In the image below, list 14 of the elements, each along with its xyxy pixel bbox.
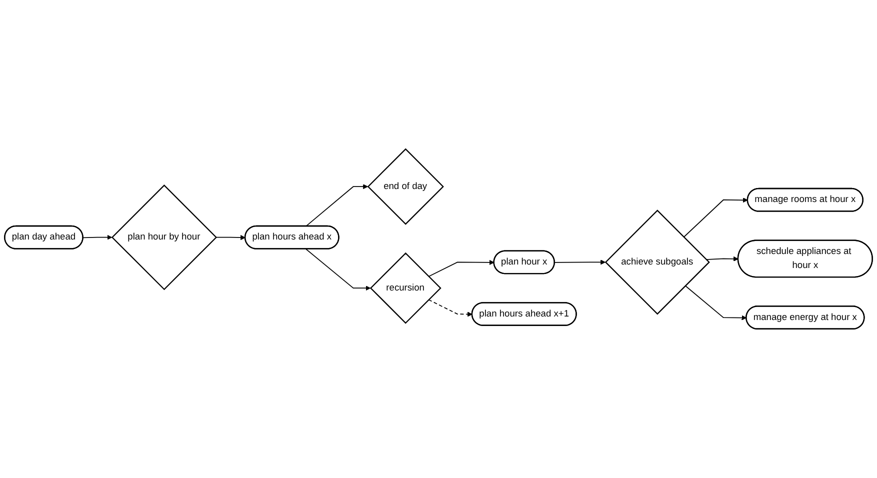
arrow: [428, 260, 494, 277]
arrow: [706, 256, 738, 262]
node-diamond: plan hour by hour: [111, 184, 218, 290]
arrow: [305, 248, 371, 291]
arrow: [82, 234, 112, 240]
arrow: [305, 184, 368, 227]
arrow: [215, 235, 246, 240]
node-diamond: achieve subgoals: [604, 210, 710, 315]
node-diamond: recursion: [370, 252, 442, 324]
node-diamond: end of day: [367, 148, 444, 225]
arrow: [684, 285, 747, 320]
arrow: [554, 260, 606, 265]
arrow: [428, 299, 472, 317]
arrow: [683, 198, 748, 238]
